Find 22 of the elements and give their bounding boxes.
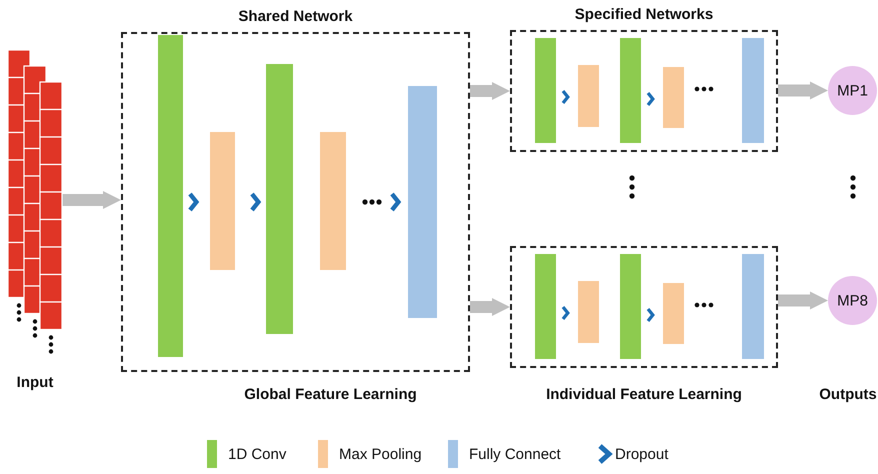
- arrow: [470, 298, 510, 316]
- output-label: MP8: [837, 292, 868, 309]
- output-circle: [828, 276, 877, 325]
- arrow: [778, 82, 828, 100]
- dashed-frame: [121, 32, 470, 372]
- arrow: [778, 292, 828, 310]
- dashed-frame: [510, 30, 778, 152]
- legend-label: Max Pooling: [339, 446, 422, 463]
- stage-caption: Global Feature Learning: [244, 386, 417, 403]
- network-title: Shared Network: [238, 8, 353, 25]
- arrow: [62, 191, 121, 209]
- output-circle: [828, 66, 877, 115]
- stage-caption: Outputs: [819, 386, 877, 403]
- legend-label: 1D Conv: [228, 446, 286, 463]
- stage-caption: Individual Feature Learning: [546, 386, 742, 403]
- output-label: MP1: [837, 82, 868, 99]
- dashed-frame: [510, 246, 778, 368]
- legend-label: Dropout: [615, 446, 668, 463]
- arrow: [470, 82, 510, 100]
- legend-label: Fully Connect: [469, 446, 561, 463]
- input-label: Input: [16, 374, 54, 391]
- network-title: Specified Networks: [574, 6, 714, 23]
